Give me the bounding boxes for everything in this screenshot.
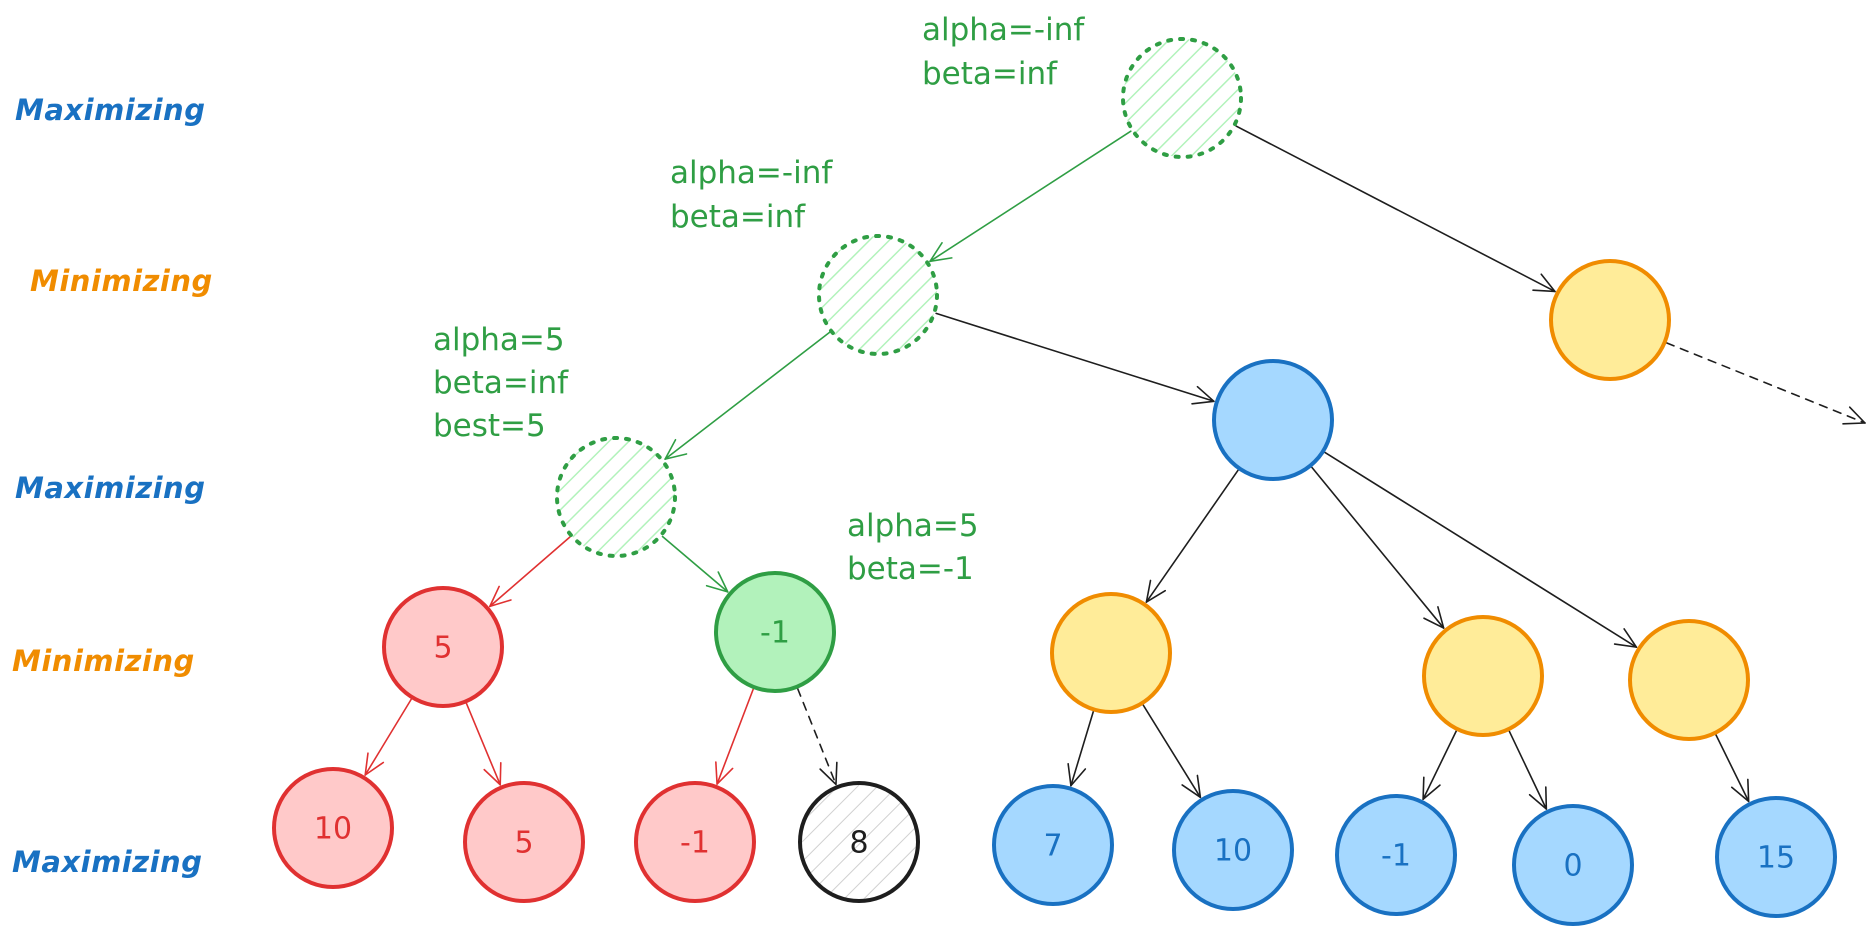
edge-l3_a-to-l4_a — [364, 698, 413, 776]
edge-l3_e-to-l4_i — [1715, 733, 1750, 803]
tree-node-l4_f: 10 — [1172, 789, 1294, 911]
tree-node-l3_b: -1 — [714, 571, 836, 693]
annotation-l1-beta: beta=inf — [670, 199, 806, 235]
tree-node-l2_left — [555, 436, 677, 558]
edges — [364, 125, 1866, 810]
nodes: 5 -1 10 5 -1 8 7 10 -1 0 15 — [272, 37, 1837, 926]
edge-l2_right-to-l3_e — [1323, 451, 1638, 648]
tree-node-l4_h: 0 — [1512, 804, 1634, 926]
tree-node-l4_c: -1 — [634, 781, 756, 903]
tree-node-l4_d-value: 8 — [849, 826, 868, 861]
tree-node-l2_right — [1212, 359, 1334, 481]
annotation-l2-best: best=5 — [433, 408, 546, 444]
tree-node-l4_b-value: 5 — [514, 826, 533, 861]
tree-node-l4_c-value: -1 — [680, 826, 710, 861]
annotation-l2-beta: beta=inf — [433, 365, 569, 401]
tree-node-l3_b-value: -1 — [760, 616, 790, 651]
tree-node-l4_h-value: 0 — [1563, 849, 1582, 884]
edge-l3_d-to-l4_g — [1422, 730, 1458, 801]
tree-node-l3_e — [1628, 619, 1750, 741]
edge-l1_left-to-l2_right — [935, 312, 1215, 405]
tree-node-l4_a-value: 10 — [314, 812, 352, 847]
edge-l1_right-offscreen — [1665, 342, 1866, 425]
tree-node-l3_a-value: 5 — [433, 631, 452, 666]
tree-node-l4_d: 8 — [798, 781, 920, 903]
edge-root-to-l1_right — [1235, 125, 1556, 293]
tree-node-l4_g-value: -1 — [1381, 839, 1411, 874]
edge-l3_c-to-l4_f — [1142, 704, 1202, 799]
tree-node-l4_i-value: 15 — [1757, 841, 1795, 876]
edge-l2_left-to-l3_b — [661, 535, 729, 593]
edge-l3_c-to-l4_e — [1067, 710, 1095, 787]
tree-node-l4_b: 5 — [463, 781, 585, 903]
annotation-l3-beta: beta=-1 — [847, 551, 974, 587]
edge-l3_a-to-l4_b — [465, 702, 502, 786]
tree-node-l4_g: -1 — [1335, 794, 1457, 916]
edge-root-to-l1_left — [929, 130, 1132, 263]
edge-l1_left-to-l2_left — [664, 331, 831, 460]
annotation-l2-alpha: alpha=5 — [433, 322, 565, 358]
tree-node-l4_f-value: 10 — [1214, 834, 1252, 869]
tree-node-l4_e-value: 7 — [1043, 829, 1062, 864]
level-label-maximizing: Maximizing — [15, 93, 205, 127]
edge-l3_b-to-l4_d — [796, 687, 838, 786]
edge-l3_b-to-l4_c — [715, 688, 755, 785]
level-label-minimizing: Minimizing — [30, 264, 213, 298]
level-label-maximizing: Maximizing — [15, 471, 205, 505]
edge-l2_right-to-l3_c — [1145, 469, 1239, 603]
tree-node-l4_e: 7 — [992, 784, 1114, 906]
annotation-l3-alpha: alpha=5 — [847, 508, 979, 544]
tree-node-l3_c — [1050, 592, 1172, 714]
level-label-maximizing: Maximizing — [12, 845, 202, 879]
edge-l2_right-to-l3_d — [1310, 466, 1445, 629]
annotation-root-beta: beta=inf — [922, 56, 1058, 92]
tree-node-root — [1121, 37, 1243, 159]
level-label-minimizing: Minimizing — [12, 644, 195, 678]
tree-node-l3_d — [1422, 615, 1544, 737]
edge-l2_left-to-l3_a — [489, 536, 571, 608]
tree-node-l4_a: 10 — [272, 767, 394, 889]
tree-node-l3_a: 5 — [382, 586, 504, 708]
edge-l3_d-to-l4_h — [1508, 730, 1548, 810]
annotation-l1-alpha: alpha=-inf — [670, 155, 833, 191]
tree-node-l1_left — [817, 234, 939, 356]
tree-node-l4_i: 15 — [1715, 796, 1837, 918]
annotation-root-alpha: alpha=-inf — [922, 12, 1085, 48]
tree-node-l1_right — [1549, 259, 1671, 381]
